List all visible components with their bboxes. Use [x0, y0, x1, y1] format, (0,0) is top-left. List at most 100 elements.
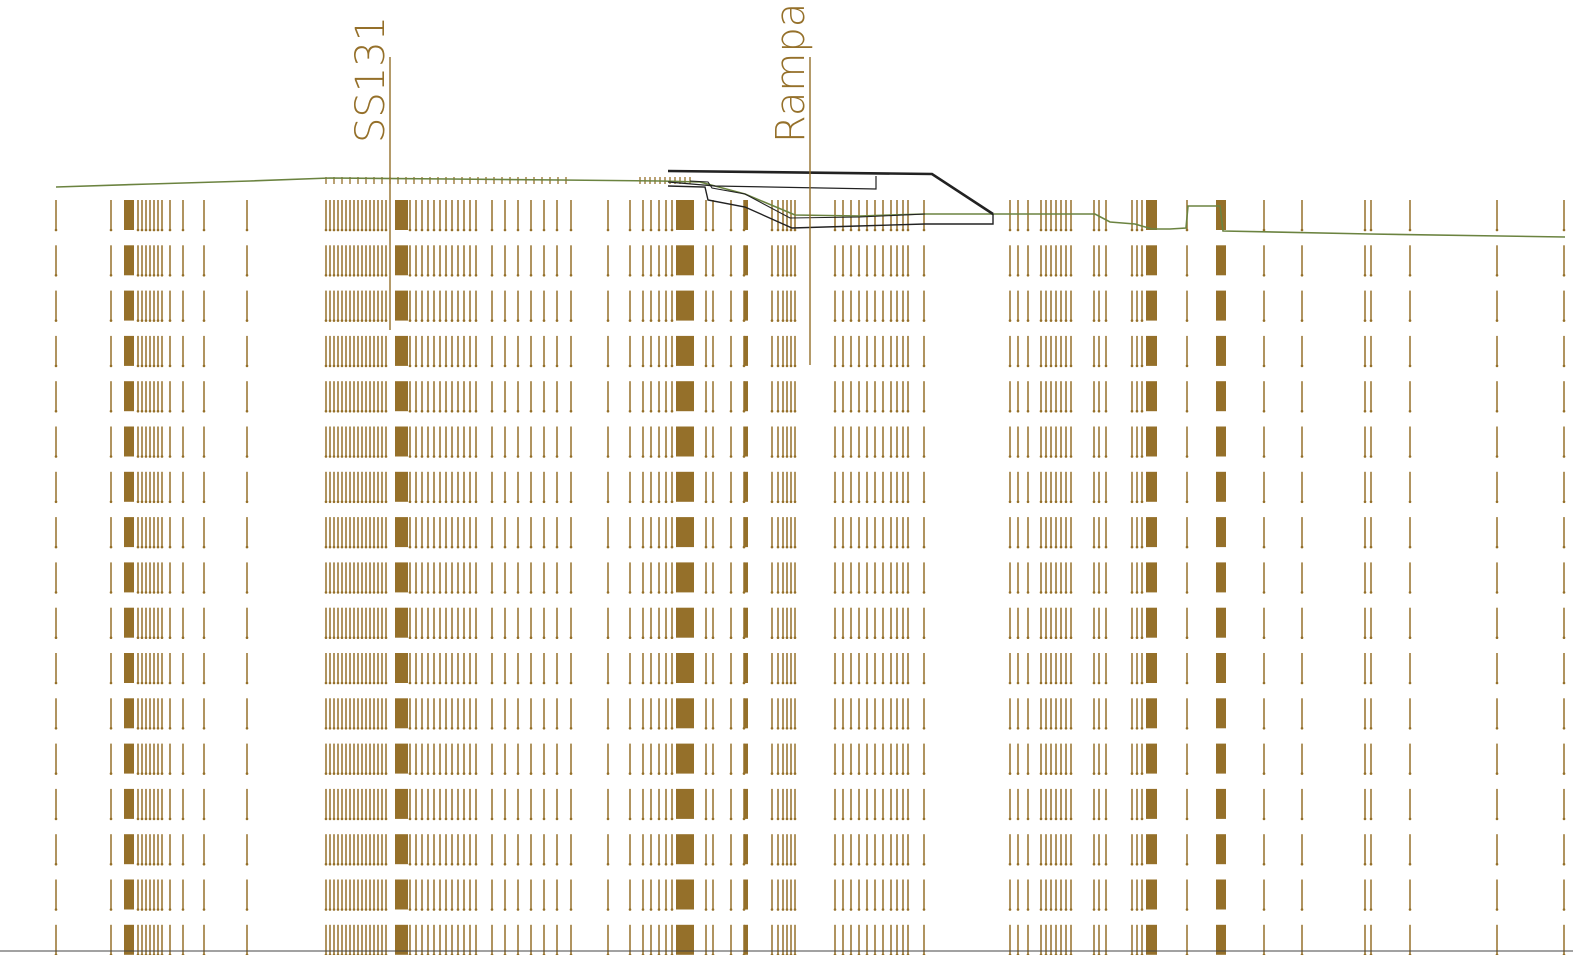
station-tick-end [376, 817, 380, 821]
station-tick-end [849, 727, 853, 730]
station-tick-end [1064, 500, 1068, 504]
station-tick-end [770, 274, 774, 277]
station-tick-end [364, 591, 368, 594]
station-tick-end [474, 228, 478, 232]
station-tick-end [432, 681, 436, 685]
station-tick-end [1044, 681, 1048, 685]
station-tick-end [1185, 817, 1189, 821]
station-tick-end [865, 636, 869, 639]
station-tick-end [1092, 500, 1096, 504]
station-tick-end [420, 772, 424, 775]
station-tick-end [414, 319, 418, 322]
station-tick-end [372, 772, 376, 775]
station-tick-end [332, 455, 336, 458]
station-tick-end [456, 500, 460, 504]
station-tick-end [789, 455, 793, 458]
station-tick-end [1049, 591, 1053, 594]
station-tick-end [336, 274, 340, 277]
station-tick-end [657, 908, 661, 911]
station-tick-end [833, 636, 837, 639]
station-tick-end [670, 455, 674, 458]
station-tick-end [833, 455, 837, 458]
station-tick-end [1044, 908, 1048, 911]
station-tick-end [1130, 274, 1134, 277]
station-tick-end [1059, 772, 1063, 775]
station-tick-end [54, 500, 58, 504]
station-tick-end [380, 862, 384, 866]
station-tick-end [922, 455, 926, 458]
station-tick-end [1369, 772, 1373, 775]
station-tick-end [1300, 636, 1304, 639]
station-tick-end [136, 772, 140, 775]
station-tick-end [1495, 545, 1499, 549]
station-tick-end [1495, 772, 1499, 775]
station-tick-end [152, 228, 156, 232]
station-tick-end [704, 772, 708, 775]
station-tick-end [1262, 908, 1266, 911]
station-tick-end [156, 862, 160, 866]
station-tick-end [340, 364, 344, 368]
station-tick-end [664, 908, 668, 911]
station-tick-end [569, 591, 573, 594]
station-tick-end [336, 862, 340, 866]
station-tick-end [657, 636, 661, 639]
station-tick-end [542, 908, 546, 911]
station-tick-end [144, 772, 148, 775]
station-tick-end [1185, 409, 1189, 413]
station-block [124, 245, 134, 276]
station-block [676, 335, 694, 366]
station-tick-end [456, 817, 460, 821]
station-block [1146, 788, 1157, 819]
station-tick-end [781, 817, 785, 821]
station-tick-end [789, 545, 793, 549]
station-tick-end [468, 908, 472, 911]
station-tick-end [1044, 455, 1048, 458]
station-tick-end [1039, 500, 1043, 504]
station-tick-end [641, 455, 645, 458]
station-tick-end [704, 409, 708, 413]
station-tick-end [606, 545, 610, 549]
station-tick-end [426, 319, 430, 322]
station-tick-end [606, 591, 610, 594]
station-tick-end [711, 817, 715, 821]
station-tick-end [711, 908, 715, 911]
station-tick-end [426, 636, 430, 639]
station-tick-end [1016, 409, 1020, 413]
station-tick-end [324, 228, 328, 232]
station-tick-end [881, 455, 885, 458]
station-tick-end [1562, 274, 1566, 277]
station-tick-end [516, 455, 520, 458]
station-tick-end [1097, 228, 1101, 232]
station-tick-end [1408, 319, 1412, 322]
station-tick-end [649, 636, 653, 639]
station-tick-end [906, 364, 910, 368]
station-tick-end [889, 500, 893, 504]
station-tick-end [895, 591, 899, 594]
station-tick-end [542, 545, 546, 549]
station-tick-end [1130, 591, 1134, 594]
station-tick-end [1097, 364, 1101, 368]
station-tick-end [160, 727, 164, 730]
station-tick-end [1008, 500, 1012, 504]
station-tick-end [54, 274, 58, 277]
station-tick-end [833, 862, 837, 866]
station-tick-end [776, 636, 780, 639]
station-tick-end [181, 591, 185, 594]
station-tick-end [474, 727, 478, 730]
station-tick-end [1495, 409, 1499, 413]
station-tick-end [438, 364, 442, 368]
station-tick-end [1044, 727, 1048, 730]
station-tick-end [160, 591, 164, 594]
station-tick-end [372, 591, 376, 594]
station-tick-end [384, 455, 388, 458]
station-tick-end [649, 908, 653, 911]
station-tick-end [376, 591, 380, 594]
station-tick-end [348, 274, 352, 277]
station-tick-end [202, 772, 206, 775]
station-tick-end [516, 319, 520, 322]
station-tick-end [873, 591, 877, 594]
station-tick-end [332, 862, 336, 866]
station-tick-end [1300, 591, 1304, 594]
station-block [676, 879, 694, 910]
station-tick-end [1016, 908, 1020, 911]
